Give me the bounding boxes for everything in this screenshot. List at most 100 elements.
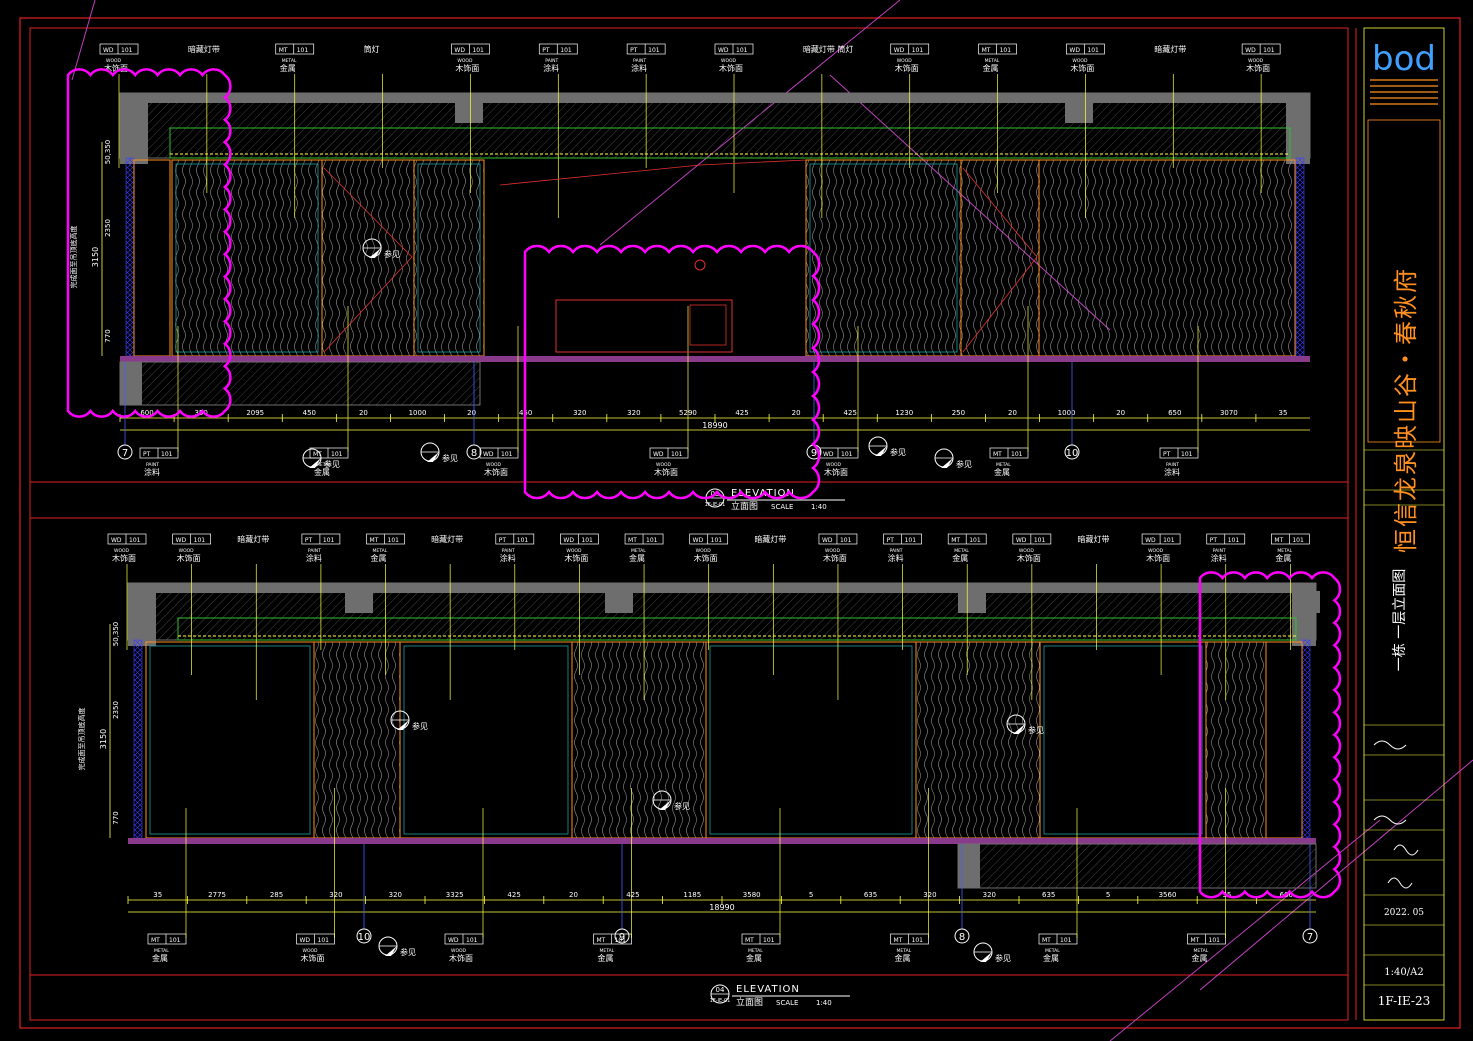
- signature: [1387, 877, 1413, 889]
- caption-ref: 1F-IE-01: [705, 502, 726, 508]
- dim-total: 18990: [702, 421, 727, 430]
- panel-outline: [171, 159, 323, 357]
- tag-num: 101: [1034, 537, 1046, 544]
- tag-cn: 木饰面: [104, 63, 128, 73]
- dim-value: 1230: [895, 409, 913, 417]
- tag-cn: 木饰面: [719, 63, 743, 73]
- tag-code: PT: [1163, 451, 1171, 458]
- dim-value: 20: [467, 409, 476, 417]
- tag-light: 暗藏灯带: [1154, 44, 1186, 54]
- dim-value: 425: [844, 409, 857, 417]
- tag-num: 101: [1000, 47, 1012, 54]
- dim-value: 250: [952, 409, 965, 417]
- ref-arrow: [427, 452, 439, 462]
- tag-num: 101: [129, 537, 141, 544]
- tag-code: MT: [370, 537, 379, 544]
- tag-cn: 木饰面: [824, 467, 848, 477]
- height-dim: 3150: [91, 247, 100, 267]
- panel-inner: [175, 163, 319, 353]
- axis-bubble: [1064, 444, 1080, 460]
- panel-outline: [1039, 641, 1207, 839]
- ceiling-detail: [499, 159, 807, 186]
- panel-outline: [413, 159, 485, 357]
- floor-line: [128, 838, 1316, 844]
- tag-en: PAINT: [146, 462, 159, 468]
- wall-panel: [705, 641, 917, 839]
- dim-value: 20: [792, 409, 801, 417]
- tag-code: WD: [103, 47, 114, 54]
- tag-code: WD: [718, 47, 729, 54]
- tag-num: 101: [1011, 451, 1023, 458]
- tag-box: [479, 447, 519, 459]
- signature: [1373, 740, 1407, 750]
- wall-panel: [1038, 159, 1296, 357]
- wall-panel: [1039, 641, 1207, 839]
- tag-cn: 木饰面: [1017, 553, 1041, 563]
- wall-panel: [313, 641, 401, 839]
- ceiling-beam-drop: [345, 591, 373, 613]
- tag-code: MT: [313, 451, 322, 458]
- tag-code: PT: [1210, 537, 1218, 544]
- panel-outline: [313, 641, 401, 839]
- revision-cloud: [1198, 571, 1342, 899]
- panel-outline: [321, 159, 415, 357]
- tag-num: 101: [1263, 47, 1275, 54]
- dim-value: 320: [329, 891, 342, 899]
- dim-value: 1000: [1058, 409, 1076, 417]
- tag-code: PT: [887, 537, 895, 544]
- ref-note: 参见: [890, 447, 906, 457]
- revision-cloud: [66, 68, 232, 418]
- ref-arrow: [385, 946, 397, 956]
- dim-value: 5290: [679, 409, 697, 417]
- tag-code: WD: [822, 537, 833, 544]
- tag-code: MT: [982, 47, 991, 54]
- tag-box: [495, 533, 535, 545]
- wall-panel: [571, 641, 707, 839]
- tag-en: WOOD: [114, 548, 130, 554]
- caption-ref: 1F-IE-01: [710, 998, 731, 1004]
- dim-value: 20: [359, 409, 368, 417]
- ref-note: 参见: [674, 801, 690, 811]
- sheet-number: 1F-IE-23: [1378, 994, 1431, 1008]
- ceiling-line: [169, 127, 1291, 159]
- tag-num: 101: [840, 537, 852, 544]
- tag-cn: 木饰面: [177, 553, 201, 563]
- tag-code: MT: [279, 47, 288, 54]
- tag-num: 101: [912, 937, 924, 944]
- panel-outline: [1205, 641, 1267, 839]
- tag-code: MT: [597, 937, 606, 944]
- tag-light: 暗藏灯带 筒灯: [803, 44, 854, 54]
- tag-en: WOOD: [897, 58, 913, 64]
- tag-num: 101: [560, 47, 572, 54]
- ref-note: 参见: [384, 249, 400, 259]
- tag-en: METAL: [316, 462, 331, 468]
- height-dim: 770: [112, 811, 120, 824]
- tag-cn: 金属: [994, 467, 1010, 477]
- tag-cn: 涂料: [888, 553, 904, 563]
- tag-code: WD: [693, 537, 704, 544]
- tag-en: WOOD: [486, 462, 502, 468]
- tag-cn: 金属: [895, 953, 911, 963]
- dim-value: 425: [507, 891, 520, 899]
- ref-arrow: [659, 800, 671, 810]
- vertical-note: 完成面至吊顶底高度: [69, 226, 78, 289]
- tag-en: METAL: [373, 548, 388, 554]
- tag-cn: 木饰面: [1246, 63, 1270, 73]
- tag-cn: 木饰面: [895, 63, 919, 73]
- tag-box: [649, 447, 689, 459]
- tag-code: WD: [1245, 47, 1256, 54]
- tag-cn: 涂料: [144, 467, 160, 477]
- tag-cn: 金属: [280, 63, 296, 73]
- drawing-title: 一栋 一层立面图: [1391, 569, 1408, 671]
- tag-cn: 金属: [952, 553, 968, 563]
- tag-num: 101: [1087, 47, 1099, 54]
- sheet-frame: [19, 17, 1461, 1029]
- tag-cn: 金属: [371, 553, 387, 563]
- ceiling-beam: [120, 93, 1310, 103]
- tag-en: WOOD: [826, 462, 842, 468]
- height-dim: 2350: [104, 219, 112, 237]
- tag-cn: 木饰面: [823, 553, 847, 563]
- tag-en: METAL: [996, 462, 1011, 468]
- dim-value: 3580: [743, 891, 761, 899]
